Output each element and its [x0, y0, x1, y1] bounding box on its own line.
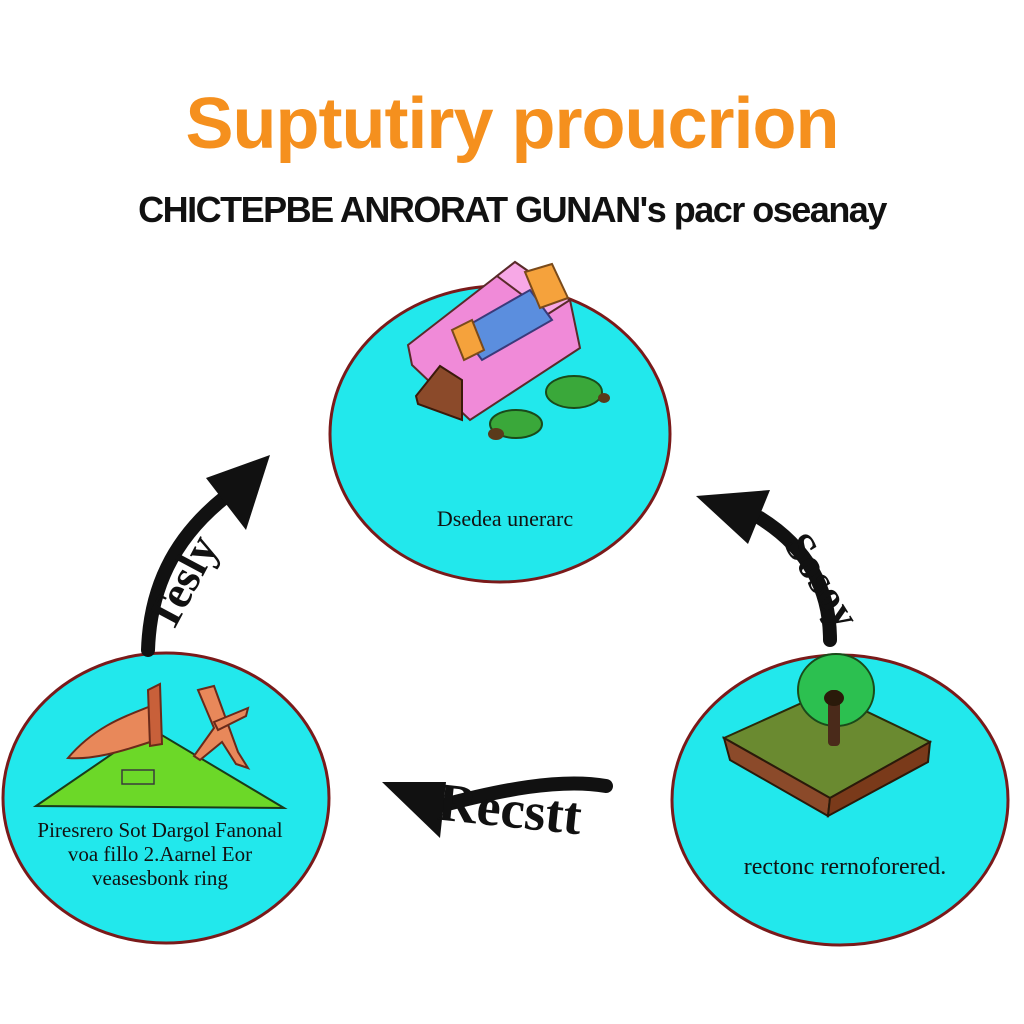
house-illustration — [406, 260, 610, 440]
arrow-left — [141, 455, 270, 657]
arrow-right — [696, 490, 837, 647]
node-left-label: Piresrero Sot Dargol Fanonal voa fillo 2… — [37, 818, 283, 891]
diagram-title: Suptutiry proucrion — [185, 84, 840, 164]
node-right-label: rectonc rernoforered. — [743, 854, 947, 880]
arrow-bottom — [382, 776, 613, 838]
land-illustration — [721, 653, 933, 818]
arrow-bottom-label: Recstt — [435, 771, 585, 847]
mountain-illustration — [32, 682, 288, 810]
node-top-label: Dsedea unerarc — [436, 506, 574, 531]
diagram-subtitle: CHICTEPBE ANRORAT GUNAN's pacr oseanay — [138, 189, 887, 230]
